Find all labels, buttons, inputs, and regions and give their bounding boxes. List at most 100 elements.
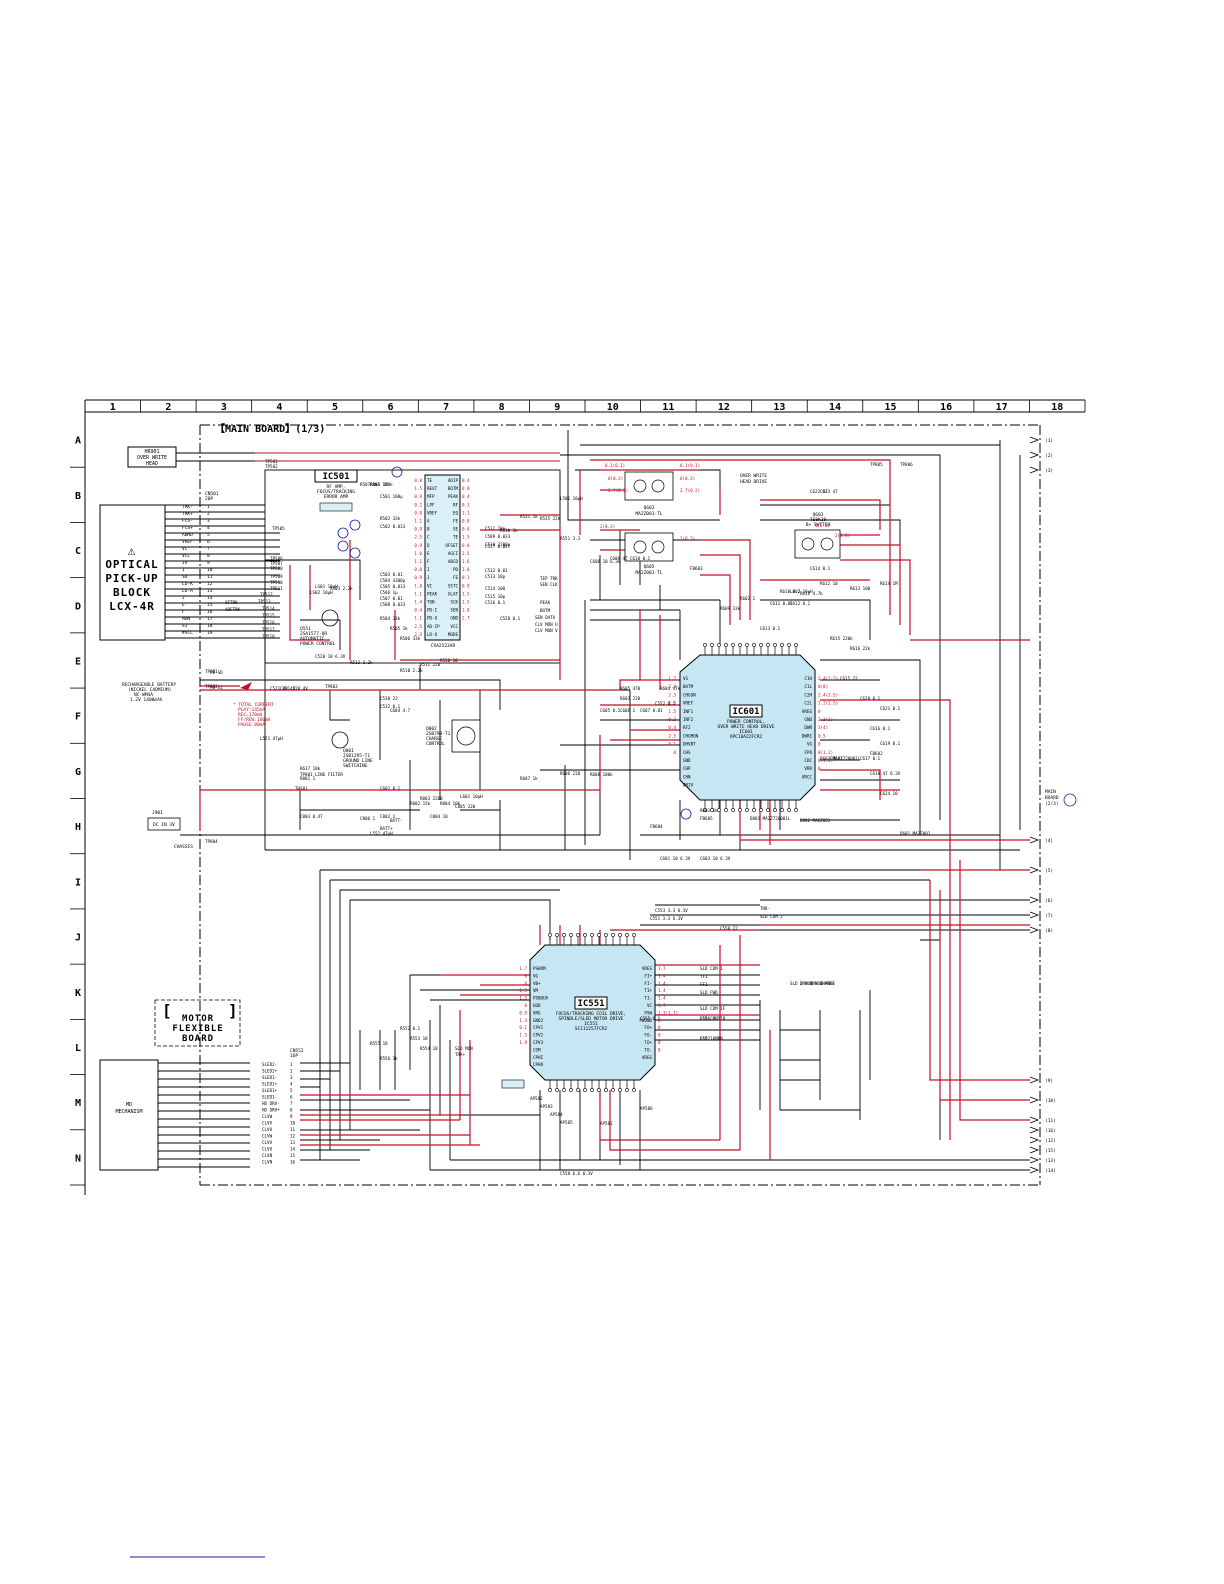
- motor-pin-labels: SLED2-1SLED2+2SLED1-3SLED1+4SLED1+5SLED1…: [262, 1062, 296, 1165]
- capacitor-label: C556 0.1: [700, 1016, 721, 1021]
- ic-pin-dot: [759, 808, 763, 812]
- ic501-right-pins: ADIPBOTMPEAKRFEQFESETEOFSETAGCIABCDPDFES…: [445, 478, 458, 637]
- ic-pin-label: CHP: [683, 766, 691, 771]
- connector-label: (10): [1045, 1098, 1056, 1104]
- ic-pin-dot: [618, 933, 622, 937]
- grid-column-label: 12: [718, 402, 730, 413]
- pickup-pin-number: 17: [207, 616, 213, 622]
- ic-pin-label: SSTC: [448, 583, 459, 588]
- test-point-label: TP514: [262, 606, 275, 611]
- capacitor-label: C550 22: [720, 926, 738, 931]
- capacitor-label: C510 2200p: [485, 542, 511, 547]
- ic-pin-label: I: [427, 567, 430, 572]
- resistor-label: R801 1: [300, 776, 316, 781]
- ic-pin-label: PEAK: [427, 591, 438, 596]
- ic551-right-pins: VRESFI+FI-TI+TI-VCPSWPWGNDFO+FO-TO+TO-VR…: [639, 966, 652, 1060]
- svg-text:[: [: [162, 1001, 172, 1020]
- misc-label: FB603: [690, 566, 703, 571]
- connector-label: (4): [1045, 838, 1053, 844]
- motor-pin-signal: CLVW: [262, 1134, 273, 1139]
- motor-pin-number: 4: [290, 1082, 293, 1087]
- connector-arrow: [1029, 926, 1040, 934]
- misc-label: AP585: [560, 1120, 573, 1125]
- pickup-pin-number: 2: [207, 511, 210, 517]
- pickup-pin-number: 9: [207, 560, 210, 566]
- misc-label: THS01: [295, 786, 308, 791]
- capacitor-label: C608 10 6.3V: [590, 559, 621, 564]
- pickup-pin-number: 16: [207, 609, 213, 615]
- resistor-label: R605 470: [620, 686, 641, 691]
- pickup-pin-number: 6: [207, 539, 210, 545]
- ic-pin-label: AGCI: [448, 551, 459, 556]
- svg-text:ERROR AMP: ERROR AMP: [324, 494, 349, 500]
- ic-pin-dot: [548, 1088, 552, 1092]
- ic-pin-label: F: [427, 559, 430, 564]
- pickup-pin-signal: MON: [182, 616, 190, 622]
- ic-pin-label: UOD: [533, 1003, 541, 1008]
- ic-pin-label: CPV3: [533, 1040, 544, 1045]
- voltage-label: 1.5: [668, 709, 676, 714]
- connector-arrow: [1029, 836, 1040, 844]
- resistor-label: R531 1k: [520, 514, 538, 519]
- ic-pin-label: VREF: [427, 510, 438, 515]
- ic-pin-dot: [576, 933, 580, 937]
- svg-text:HR901: HR901: [144, 449, 159, 455]
- misc-label: L552 47µH: [370, 831, 393, 836]
- capacitor-label: C520 10 6.3V: [315, 654, 346, 659]
- ic-pin-label: VRR: [804, 766, 812, 771]
- grid-column-label: 15: [885, 402, 897, 413]
- voltage-label: 1.5: [462, 535, 470, 540]
- test-point-label: TP516: [262, 620, 275, 625]
- motor-pin-signal: SLED2-: [262, 1062, 277, 1067]
- voltage-label: 0: [658, 1033, 661, 1038]
- misc-label: CHARGE: [820, 981, 836, 986]
- voltage-label: 2.5: [668, 733, 676, 738]
- misc-label: DRV 2 MON: [810, 981, 833, 986]
- grid-column-label: 4: [276, 402, 282, 413]
- capacitor-label: C516 0.1: [485, 600, 506, 605]
- voltage-label: 0: [658, 1047, 661, 1052]
- grid-row-label: H: [75, 822, 81, 833]
- ic-pin-label: C: [427, 535, 430, 540]
- misc-label: L601 10µH: [460, 794, 483, 799]
- motor-pin-number: 8: [290, 1108, 293, 1113]
- voltage-label: 0.4: [462, 478, 470, 483]
- capacitor-label: C621 0.1: [880, 706, 901, 711]
- svg-text:⚠: ⚠: [128, 544, 137, 559]
- svg-text:MAIN: MAIN: [1045, 789, 1056, 795]
- ic-pin-label: CPV2: [533, 1033, 544, 1038]
- ic-pin-label: GND: [804, 717, 812, 722]
- capacitor-label: C604 4.7: [390, 708, 411, 713]
- resistor-label: R611 4.7k: [800, 591, 823, 596]
- ic-pin-label: VRCC: [802, 774, 813, 779]
- ic-pin-dot: [738, 643, 742, 647]
- transistor-voltage: 0(0.3): [680, 476, 695, 481]
- pickup-pin-signal: J: [182, 595, 185, 601]
- motor-pin-number: 9: [290, 1114, 293, 1119]
- voltage-label: 1.2(2.5): [818, 701, 838, 706]
- ic601-left-pins: VSBATMCHGONVREFINF1INF2RF2CHGMONDHVBTCHS…: [683, 676, 699, 788]
- voltage-label: 1.4: [658, 981, 666, 986]
- grid-column-label: 14: [829, 402, 841, 413]
- pickup-pin-signal: LD-K: [182, 581, 193, 587]
- voltage-label: 2.3: [668, 692, 676, 697]
- svg-text:SPINDLE/SLED MOTOR DRIVE: SPINDLE/SLED MOTOR DRIVE: [558, 1016, 623, 1022]
- ic-pin-dot: [611, 933, 615, 937]
- voltage-label: 0.4: [414, 608, 422, 613]
- ic-pin-label: CHGON: [683, 692, 696, 697]
- svg-text:AUTOMATIC: AUTOMATIC: [300, 636, 325, 642]
- svg-text:XPC18A22FCR2: XPC18A22FCR2: [730, 734, 763, 740]
- ic-pin-dot: [703, 643, 707, 647]
- pickup-pin-signal: VREF: [182, 539, 193, 545]
- ic-pin-label: LPF: [427, 502, 435, 507]
- voltage-label: 1.1: [414, 591, 422, 596]
- voltage-label: 2.5: [668, 701, 676, 706]
- voltage-label: 1.4: [658, 996, 666, 1001]
- resistor-label: R506 33k: [400, 636, 421, 641]
- capacitor-label: C555 0.1: [640, 1016, 661, 1021]
- svg-text:CHARGE: CHARGE: [426, 736, 443, 742]
- svg-text:RECHARGEABLE BATTERY: RECHARGEABLE BATTERY: [122, 682, 176, 688]
- ic-pin-label: VC: [647, 1003, 653, 1008]
